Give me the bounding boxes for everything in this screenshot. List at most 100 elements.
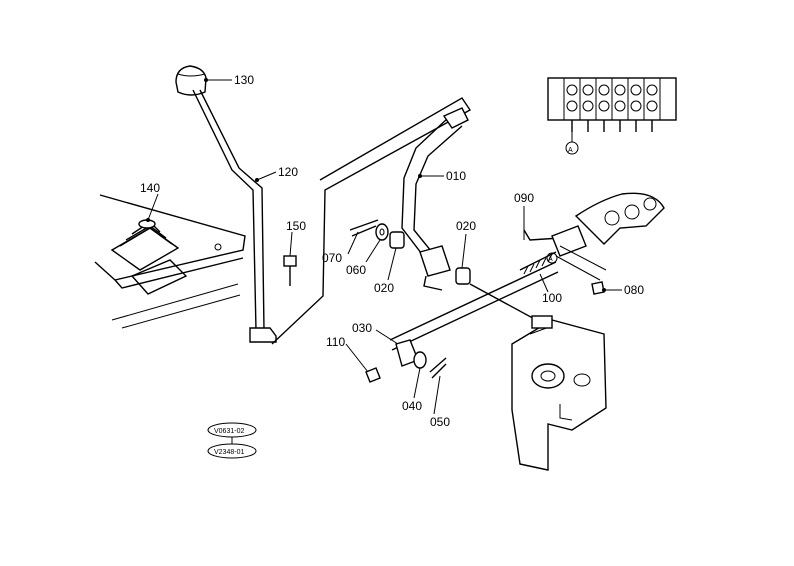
valve-port-b2 <box>582 100 594 112</box>
callout-140: 140 <box>140 181 160 195</box>
callout-030: 030 <box>352 321 372 335</box>
view-a-marker: A <box>568 147 573 154</box>
floor-panel-bolt-hole <box>214 243 222 251</box>
lever-010-outline-a <box>401 117 449 263</box>
lever-base-plate <box>249 327 277 343</box>
leader-030 <box>375 329 399 345</box>
view-a-marker-circle-2 <box>546 252 558 264</box>
floor-panel-lower-edge-2 <box>121 294 241 329</box>
threaded-rod-100 <box>519 251 557 271</box>
valve-port-2 <box>624 204 640 220</box>
housing-bore-1-inner <box>540 370 556 382</box>
reference-code-2: V2348-01 <box>214 449 244 456</box>
split-pin-050 <box>429 357 447 373</box>
valve-port-3 <box>643 197 657 211</box>
leader-140 <box>147 193 159 221</box>
bolt-150 <box>283 255 297 286</box>
leader-120 <box>256 171 277 181</box>
leader-050 <box>433 375 441 415</box>
callout-040: 040 <box>402 399 422 413</box>
reference-oval-2 <box>207 443 257 459</box>
view-a-marker-2: A <box>548 256 553 263</box>
rod-030-lower <box>391 271 559 351</box>
arrow-130 <box>204 78 208 82</box>
valve-spool-stems <box>571 120 653 132</box>
leader-arrowheads <box>146 78 606 292</box>
callout-110: 110 <box>326 335 345 349</box>
floor-panel <box>94 194 246 329</box>
callout-labels: 130 120 140 150 010 070 060 020 020 090 … <box>140 73 644 429</box>
bushing-020-right <box>455 267 471 285</box>
valve-port-a5 <box>630 84 642 96</box>
spool-bracket-090 <box>523 229 561 241</box>
floor-panel-side-edge <box>114 257 244 289</box>
rod-thread-marks <box>523 253 553 275</box>
rod-to-housing <box>469 283 541 323</box>
leader-lines <box>147 79 622 415</box>
floor-panel-lower-edge <box>111 283 239 321</box>
bolt-head <box>283 255 297 267</box>
housing-outline <box>511 319 607 471</box>
leader-040 <box>413 367 421 399</box>
shift-lever-assembly <box>175 65 277 343</box>
valve-housing-body <box>574 192 665 245</box>
valve-port-a1 <box>566 84 578 96</box>
leader-020a <box>387 247 397 281</box>
pin-080 <box>591 281 605 295</box>
lever-knob-band <box>177 73 206 77</box>
lever-rod-outline-a <box>192 89 257 331</box>
reference-code-1: V0631-02 <box>214 428 244 435</box>
shift-shaft-end <box>531 315 553 329</box>
valve-port-b4 <box>614 100 626 112</box>
reference-codes: V0631-02 V2348-01 <box>207 422 257 459</box>
split-pin-070-leg <box>351 225 377 237</box>
lever-rod-outline-b <box>199 89 265 331</box>
split-pin-070 <box>349 219 379 231</box>
valve-connection <box>523 192 665 295</box>
callout-020-left: 020 <box>374 281 394 295</box>
callout-120: 120 <box>278 165 298 179</box>
valve-port-a2 <box>582 84 594 96</box>
bushing-020-left <box>389 231 405 249</box>
callout-020-right: 020 <box>456 219 476 233</box>
valve-port-a3 <box>598 84 610 96</box>
lever-010-outline-b <box>413 125 463 263</box>
callout-090: 090 <box>514 191 534 205</box>
transmission-housing <box>511 315 607 471</box>
housing-detail <box>559 404 573 421</box>
lever-knob <box>175 65 207 96</box>
lever-010-boss <box>419 245 451 277</box>
floor-panel-top-edge <box>94 194 246 281</box>
bracket-frame-outline <box>271 97 472 345</box>
valve-spool-end <box>551 225 587 257</box>
leader-020b <box>461 233 467 269</box>
valve-port-b3 <box>598 100 610 112</box>
valve-port-1 <box>604 210 620 226</box>
callout-050: 050 <box>430 415 450 429</box>
washer-060 <box>375 223 389 241</box>
lever-010-end-cap <box>442 107 469 129</box>
boot-base <box>110 227 180 271</box>
callout-130: 130 <box>234 73 254 87</box>
arrow-140 <box>146 218 150 222</box>
pin-rod-080-lower <box>555 255 601 281</box>
arrow-120 <box>255 178 259 182</box>
callout-010: 010 <box>446 169 466 183</box>
arrow-080 <box>602 288 606 292</box>
housing-bore-1 <box>531 363 565 389</box>
pin-bushing-set <box>349 219 471 285</box>
valve-port-a4 <box>614 84 626 96</box>
washer-060-hole <box>379 228 385 236</box>
linkage-rod <box>365 251 559 383</box>
valve-section-dividers <box>563 78 661 120</box>
leader-060 <box>365 239 381 263</box>
arrow-010 <box>418 174 422 178</box>
lever-010 <box>401 107 469 291</box>
housing-bottom <box>519 463 549 471</box>
valve-port-a6 <box>646 84 658 96</box>
callout-070: 070 <box>322 251 342 265</box>
leader-110 <box>345 343 369 373</box>
callout-100: 100 <box>542 291 562 305</box>
